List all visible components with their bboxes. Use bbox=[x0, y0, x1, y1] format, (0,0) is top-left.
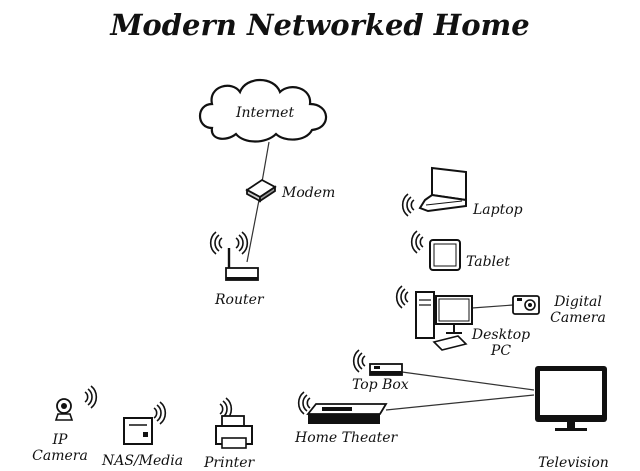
digital-camera-icon bbox=[512, 295, 540, 315]
home-theater-icon bbox=[297, 391, 388, 424]
label-home-theater: Home Theater bbox=[295, 430, 398, 446]
label-nas: NAS/Media bbox=[102, 453, 184, 469]
label-camera-line1: Digital bbox=[554, 294, 602, 310]
link-hometheater-tv bbox=[385, 394, 535, 411]
link-modem-router bbox=[246, 199, 260, 263]
diagram-title: Modern Networked Home bbox=[110, 8, 530, 42]
label-top-box: Top Box bbox=[352, 377, 409, 393]
router-icon bbox=[209, 231, 259, 281]
set-top-box-icon bbox=[352, 349, 403, 376]
label-ip-camera-line2: Camera bbox=[32, 448, 88, 464]
nas-icon bbox=[123, 401, 167, 445]
label-ip-camera-line1: IP bbox=[52, 432, 68, 448]
tablet-icon bbox=[410, 230, 461, 271]
modem-icon bbox=[245, 178, 277, 203]
label-digital-camera: Digital Camera bbox=[545, 294, 611, 326]
ip-camera-icon bbox=[54, 385, 98, 421]
label-ip-camera: IP Camera bbox=[30, 432, 90, 464]
label-router: Router bbox=[215, 292, 264, 308]
link-internet-modem bbox=[261, 141, 270, 183]
label-desktop-line1: Desktop bbox=[471, 327, 531, 343]
label-modem: Modem bbox=[282, 185, 336, 201]
laptop-icon bbox=[401, 166, 467, 217]
label-tablet: Tablet bbox=[466, 254, 510, 270]
label-desktop: Desktop PC bbox=[470, 327, 532, 359]
label-internet: Internet bbox=[236, 105, 295, 121]
label-printer: Printer bbox=[204, 455, 255, 471]
desktop-pc-icon bbox=[395, 285, 473, 351]
television-icon bbox=[535, 366, 607, 431]
printer-icon bbox=[215, 397, 253, 449]
link-topbox-tv bbox=[401, 371, 535, 391]
label-television: Television bbox=[538, 455, 609, 471]
link-desktop-camera bbox=[471, 304, 514, 309]
label-desktop-line2: PC bbox=[490, 343, 512, 359]
label-laptop: Laptop bbox=[473, 202, 523, 218]
cloud-icon bbox=[198, 78, 328, 143]
label-camera-line2: Camera bbox=[550, 310, 606, 326]
connections bbox=[246, 141, 535, 411]
